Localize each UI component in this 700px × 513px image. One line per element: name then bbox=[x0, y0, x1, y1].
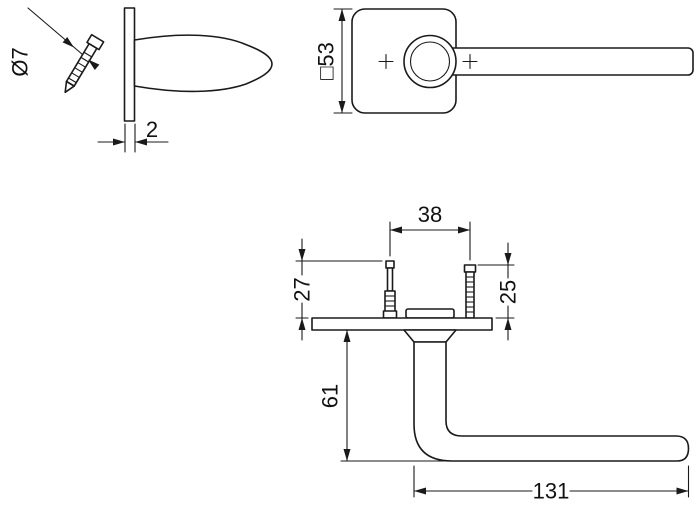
spindle-flange bbox=[382, 310, 398, 319]
front-view: 38 27 25 61 131 bbox=[290, 202, 690, 504]
dimension-arrow bbox=[676, 487, 689, 495]
dimension-arrow bbox=[113, 138, 125, 146]
rosette-plate-edge bbox=[123, 7, 136, 122]
dimension-arrow bbox=[390, 226, 402, 234]
dim-spindle-length-label: 27 bbox=[290, 277, 315, 301]
handle-boss-outer bbox=[403, 34, 457, 89]
handle-collar bbox=[403, 329, 457, 343]
handle-boss-inner bbox=[409, 41, 451, 82]
dimension-arrow bbox=[338, 101, 346, 113]
dim-spindle-diameter-label: Ø7 bbox=[8, 47, 33, 76]
dimension-arrow bbox=[298, 249, 306, 261]
dimension-arrow bbox=[135, 138, 147, 146]
dimension-arrow bbox=[458, 226, 470, 234]
top-view: □53 bbox=[314, 8, 694, 114]
dimension-arrow bbox=[298, 318, 306, 330]
side-view: Ø7 2 bbox=[8, 7, 273, 153]
dimension-arrow bbox=[504, 318, 512, 330]
mounting-plate-edge bbox=[311, 317, 493, 331]
spindle bbox=[382, 260, 398, 319]
bearing-boss bbox=[405, 308, 455, 319]
thread-line bbox=[68, 77, 77, 84]
dim-screw-length-label: 25 bbox=[496, 280, 521, 304]
fixing-screw bbox=[64, 33, 105, 94]
thread-line bbox=[77, 62, 86, 68]
lever-grip-profile bbox=[133, 34, 273, 93]
diameter-arrow bbox=[88, 59, 100, 70]
screw-head bbox=[463, 264, 477, 273]
spindle-shaft bbox=[386, 267, 394, 292]
thread-line bbox=[83, 51, 92, 58]
diameter-arrow bbox=[62, 37, 74, 48]
dim-plate-thickness-label: 2 bbox=[146, 117, 158, 142]
dimension-arrow bbox=[343, 449, 351, 461]
thread-line bbox=[74, 67, 83, 73]
thread-line bbox=[71, 72, 80, 78]
dim-handle-length-label: 131 bbox=[533, 479, 570, 504]
thread-line bbox=[80, 56, 89, 63]
dim-rosette-size-label: □53 bbox=[314, 42, 339, 80]
screw-head bbox=[86, 33, 105, 51]
lever-handle-outline bbox=[413, 341, 690, 462]
spindle-cap bbox=[385, 260, 395, 269]
dimension-arrow bbox=[414, 487, 426, 495]
dimension-arrow bbox=[504, 253, 512, 265]
mounting-screw bbox=[463, 264, 477, 319]
dimension-arrow bbox=[343, 330, 351, 342]
screw-shaft bbox=[465, 271, 475, 319]
dim-handle-offset-label: 61 bbox=[318, 384, 343, 408]
dimension-arrow bbox=[338, 9, 346, 21]
dim-hole-spacing-label: 38 bbox=[418, 202, 442, 227]
